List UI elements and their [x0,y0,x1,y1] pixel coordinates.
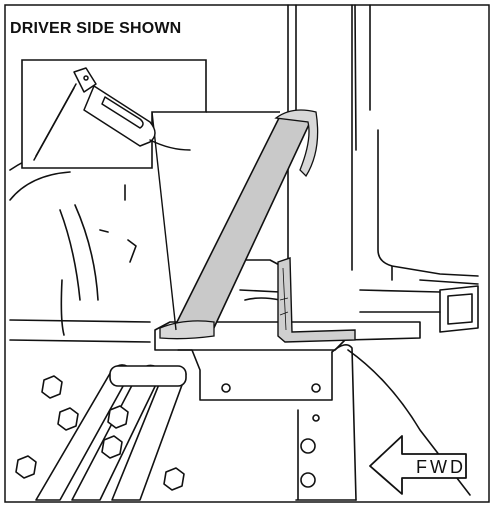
bracket-hole-left [221,383,231,393]
frame-detail-3 [239,289,281,301]
frame-rail-side [331,344,357,501]
body-lower-edge [391,265,479,285]
frame-bolt [300,438,316,454]
bracket-hole-right [311,383,321,393]
diagram-title: DRIVER SIDE SHOWN [8,20,184,38]
frame-hole [312,414,320,422]
weld-bead-top [274,109,319,178]
frame-rail-lower [9,319,151,343]
nut-5 [163,467,185,491]
nut-2 [57,407,79,431]
nut-3 [107,405,129,429]
frame-curve [59,204,99,301]
lower-bracket [177,349,333,401]
welding-torch-icon [33,67,191,161]
nut-1 [41,375,63,399]
callout-leader [151,111,280,331]
side-bracket-inner [447,293,473,325]
arrow-left-icon [369,435,467,495]
side-bracket [439,285,479,333]
cross-member [359,289,441,313]
body-pillar [354,4,371,151]
fwd-label: FWD [416,457,466,477]
frame-rail-diagonal [347,349,471,496]
frame-bolt-lower [300,472,316,488]
spring-eye [109,365,187,387]
nut-6 [15,455,37,479]
nut-4 [101,435,123,459]
frame-rail-mid [9,171,71,201]
weld-bead-base [159,320,215,340]
weld-ripple [279,267,289,331]
frame-rail-lower-edge [295,409,357,501]
weld-bead-post [277,257,356,343]
frame-detail [99,184,137,263]
